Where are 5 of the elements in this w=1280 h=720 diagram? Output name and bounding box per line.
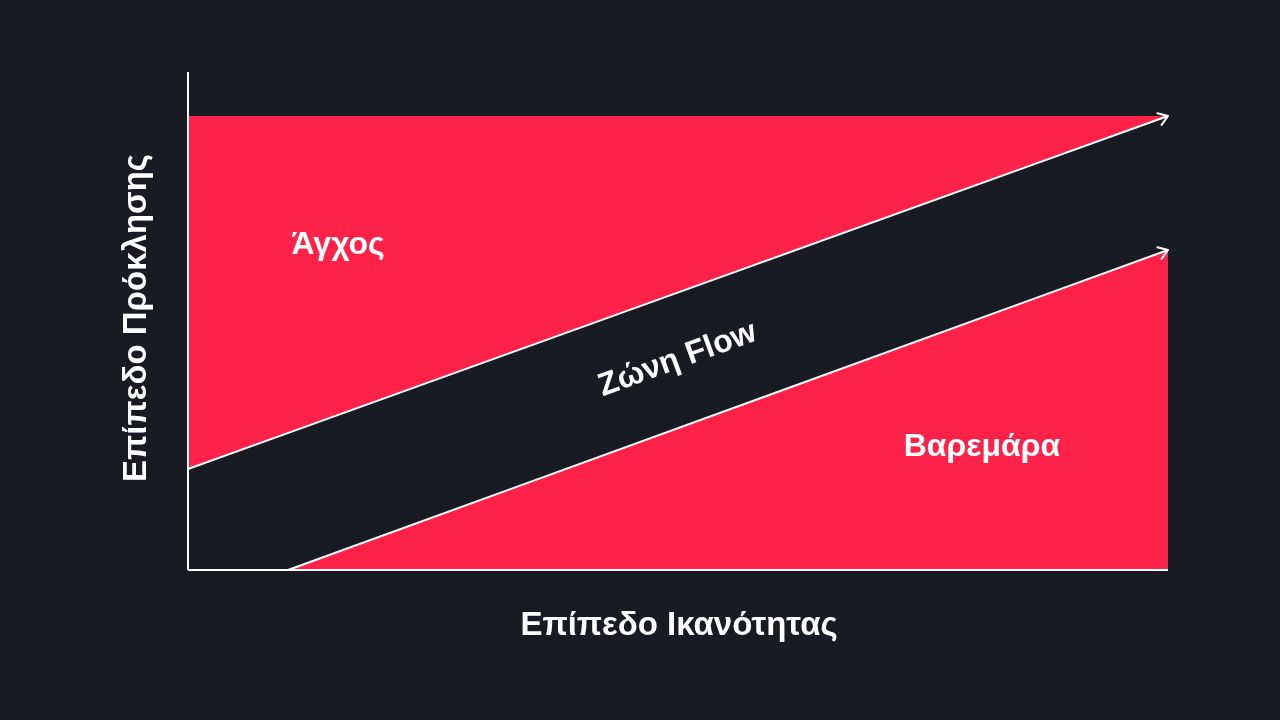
region-label: Άγχος (291, 224, 385, 262)
band-label: Ζώνη Flow (592, 312, 762, 404)
axis-title: Επίπεδο Ικανότητας (520, 605, 838, 643)
axis-title: Επίπεδο Πρόκλησης (116, 154, 154, 482)
region-label: Βαρεμάρα (903, 426, 1061, 464)
